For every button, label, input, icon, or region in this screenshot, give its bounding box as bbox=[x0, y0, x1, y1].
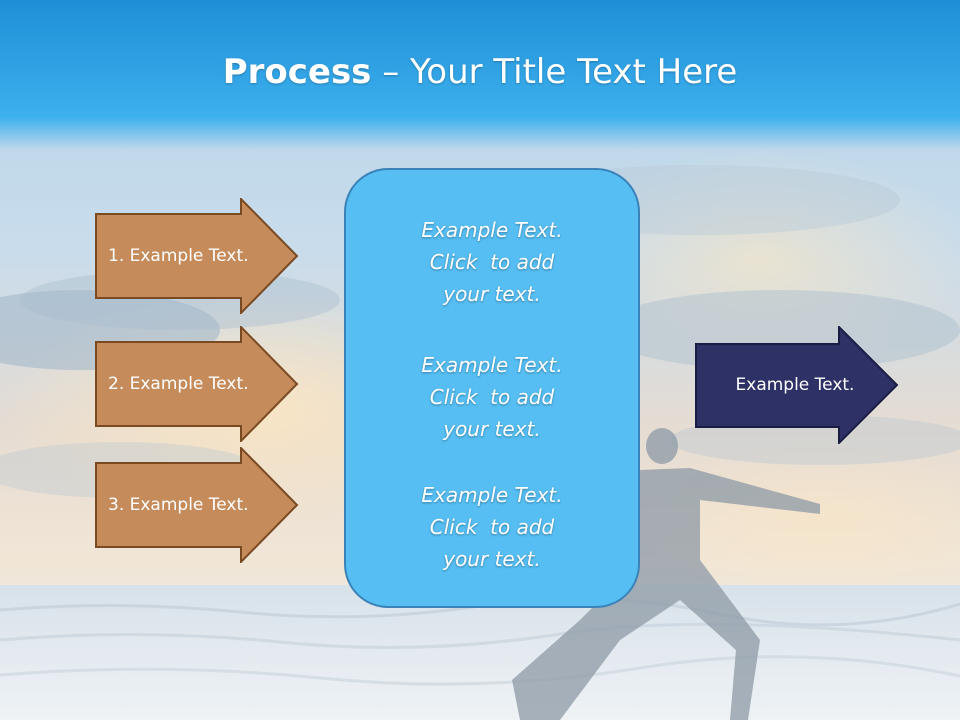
center-block-3-line1: Example Text. bbox=[421, 483, 563, 507]
title-rest: – Your Title Text Here bbox=[371, 52, 738, 92]
center-block-1-line1: Example Text. bbox=[421, 218, 563, 242]
left-arrow-2[interactable]: 2. Example Text. bbox=[95, 326, 300, 442]
right-arrow-label: Example Text. bbox=[735, 375, 855, 395]
right-arrow-shape-icon bbox=[695, 326, 899, 444]
left-arrow-1-label: 1. Example Text. bbox=[108, 246, 249, 266]
center-block-3-line2: Click to add bbox=[429, 515, 555, 539]
center-block-3-line3: your text. bbox=[443, 547, 541, 571]
center-block-2-line2: Click to add bbox=[429, 385, 555, 409]
center-block-1: Example Text. Click to add your text. bbox=[346, 214, 638, 310]
slide-title[interactable]: Process – Your Title Text Here bbox=[0, 52, 960, 92]
header-band bbox=[0, 0, 960, 150]
center-block-2: Example Text. Click to add your text. bbox=[346, 349, 638, 445]
left-arrow-2-label: 2. Example Text. bbox=[108, 374, 249, 394]
right-arrow-shape-icon bbox=[95, 326, 299, 442]
right-arrow-shape-icon bbox=[95, 447, 299, 563]
center-block-3: Example Text. Click to add your text. bbox=[346, 479, 638, 575]
center-block-1-line2: Click to add bbox=[429, 250, 555, 274]
right-arrow[interactable]: Example Text. bbox=[695, 326, 900, 444]
center-block-1-line3: your text. bbox=[443, 282, 541, 306]
right-arrow-shape-icon bbox=[95, 198, 299, 314]
left-arrow-3[interactable]: 3. Example Text. bbox=[95, 447, 300, 563]
left-arrow-1[interactable]: 1. Example Text. bbox=[95, 198, 300, 314]
center-block-2-line1: Example Text. bbox=[421, 353, 563, 377]
center-text-box[interactable]: Example Text. Click to add your text. Ex… bbox=[344, 168, 640, 608]
left-arrow-3-label: 3. Example Text. bbox=[108, 495, 249, 515]
title-bold: Process bbox=[222, 52, 372, 92]
center-block-2-line3: your text. bbox=[443, 417, 541, 441]
